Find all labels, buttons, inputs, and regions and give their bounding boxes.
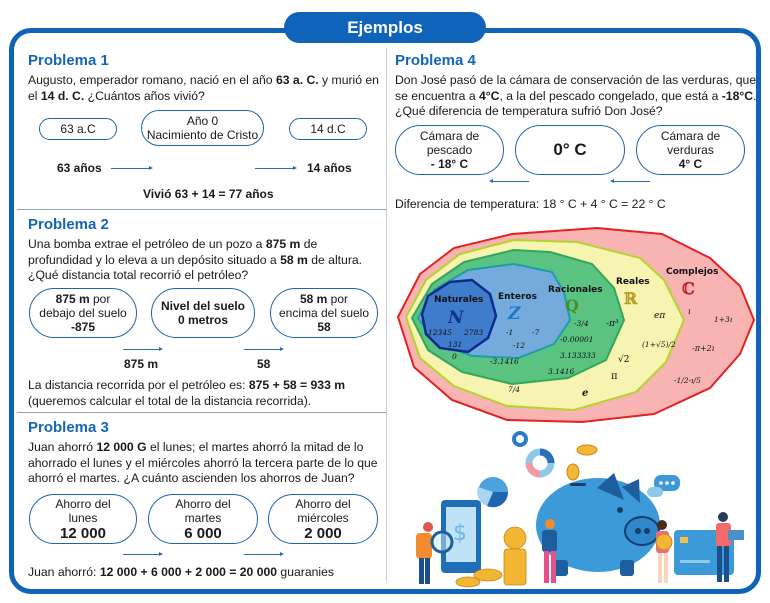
person-with-coin-icon xyxy=(655,520,673,583)
svg-text:Z: Z xyxy=(507,304,521,324)
svg-text:-1/2-ı/5: -1/2-ı/5 xyxy=(674,376,701,385)
divider-1-2 xyxy=(17,209,386,210)
svg-text:-3/4: -3/4 xyxy=(574,319,589,328)
svg-text:0: 0 xyxy=(452,352,457,361)
section-header-tab: Ejemplos xyxy=(284,12,486,43)
problem-2-result: La distancia recorrida por el petróleo e… xyxy=(28,378,346,408)
arrow-right-icon xyxy=(244,552,284,556)
arrow-right-icon xyxy=(244,347,284,351)
svg-text:eπ: eπ xyxy=(654,311,666,321)
svg-text:-3.1416: -3.1416 xyxy=(490,357,519,366)
pill-14-dc: 14 d.C xyxy=(289,118,367,140)
problem-3-result: Juan ahorró: 12 000 + 6 000 + 2 000 = 20… xyxy=(28,565,334,579)
svg-text:12345: 12345 xyxy=(428,328,452,337)
problem-4-result: Diferencia de temperatura: 18 ° C + 4 ° … xyxy=(395,197,666,211)
coin-stack-icon xyxy=(455,526,527,588)
svg-text:(1+√5)/2: (1+√5)/2 xyxy=(642,340,676,349)
svg-text:-π³: -π³ xyxy=(606,319,619,329)
problem-1: Problema 1 Augusto, emperador romano, na… xyxy=(28,52,380,104)
column-divider xyxy=(386,48,387,582)
svg-text:131: 131 xyxy=(448,340,462,349)
problem-1-text: Augusto, emperador romano, nació en el a… xyxy=(28,73,379,103)
problem-4-title: Problema 4 xyxy=(395,52,476,69)
problem-2-text: Una bomba extrae el petróleo de un pozo … xyxy=(28,237,363,282)
chat-bubble-icon xyxy=(647,475,680,497)
naturales-set xyxy=(420,278,498,354)
problem-2: Problema 2 Una bomba extrae el petróleo … xyxy=(28,216,382,284)
svg-text:ℂ: ℂ xyxy=(682,279,695,298)
svg-text:3.1416: 3.1416 xyxy=(548,367,574,376)
smartphone-icon: $ xyxy=(441,500,481,573)
svg-text:1+3ı: 1+3ı xyxy=(714,315,732,324)
arrow-label-58: 58 xyxy=(257,357,271,371)
svg-text:Q: Q xyxy=(565,296,579,315)
svg-text:2783: 2783 xyxy=(463,328,483,337)
coin-icons xyxy=(566,444,598,481)
arrow-right-icon xyxy=(255,166,297,170)
pill-zero-degrees: 0° C xyxy=(515,125,625,175)
problem-3-title: Problema 3 xyxy=(28,419,109,436)
svg-text:3.133333: 3.133333 xyxy=(560,351,596,360)
svg-text:Complejos: Complejos xyxy=(666,267,718,277)
pie-chart-icon xyxy=(477,477,509,508)
label-14-anos: 14 años xyxy=(307,161,352,175)
svg-text:ℝ: ℝ xyxy=(624,289,638,308)
arrow-right-icon xyxy=(123,347,163,351)
arrow-left-icon xyxy=(489,179,529,183)
piggy-bank-icon xyxy=(536,473,660,576)
donut-chart-icon xyxy=(512,431,555,478)
svg-text:-1: -1 xyxy=(506,328,513,337)
svg-text:π: π xyxy=(611,371,618,382)
divider-2-3 xyxy=(17,412,386,413)
svg-text:ı: ı xyxy=(688,307,691,316)
problem-1-title: Problema 1 xyxy=(28,52,109,69)
svg-text:Naturales: Naturales xyxy=(434,295,483,305)
person-pointing-icon xyxy=(542,519,557,583)
problem-1-result: Vivió 63 + 14 = 77 años xyxy=(143,187,274,201)
arrow-right-icon xyxy=(123,552,163,556)
label-63-anos: 63 años xyxy=(57,161,102,175)
problem-3: Problema 3 Juan ahorró 12 000 G el lunes… xyxy=(28,419,382,487)
problem-3-text: Juan ahorró 12 000 G el lunes; el martes… xyxy=(28,440,378,485)
problem-2-title: Problema 2 xyxy=(28,216,109,233)
arrow-right-icon xyxy=(111,166,153,170)
section-title: Ejemplos xyxy=(347,18,423,37)
svg-text:Racionales: Racionales xyxy=(548,285,603,295)
svg-text:-0.00001: -0.00001 xyxy=(560,335,594,344)
arrow-left-icon xyxy=(610,179,650,183)
svg-text:Reales: Reales xyxy=(616,277,650,287)
person-with-magnifier-icon xyxy=(416,522,454,584)
svg-text:√2: √2 xyxy=(618,354,629,365)
problem-4: Problema 4 Don José pasó de la cámara de… xyxy=(395,52,757,120)
svg-text:-7: -7 xyxy=(532,328,540,337)
savings-illustration: $ xyxy=(416,431,744,588)
svg-text:Enteros: Enteros xyxy=(498,292,537,302)
svg-text:-12: -12 xyxy=(513,341,525,350)
person-with-laptop-icon xyxy=(716,512,744,582)
arrow-label-875: 875 m xyxy=(124,357,159,371)
pill-63-ac: 63 a.C xyxy=(39,118,117,140)
svg-text:-π+2ı: -π+2ı xyxy=(692,344,715,353)
number-sets-diagram: Naturales N 12345 2783 131 0 Enteros Z -… xyxy=(396,226,756,424)
svg-text:N: N xyxy=(447,308,465,328)
svg-text:e: e xyxy=(582,388,588,399)
svg-text:7/4: 7/4 xyxy=(508,385,520,394)
svg-text:$: $ xyxy=(453,521,467,546)
problem-4-text: Don José pasó de la cámara de conservaci… xyxy=(395,73,757,118)
